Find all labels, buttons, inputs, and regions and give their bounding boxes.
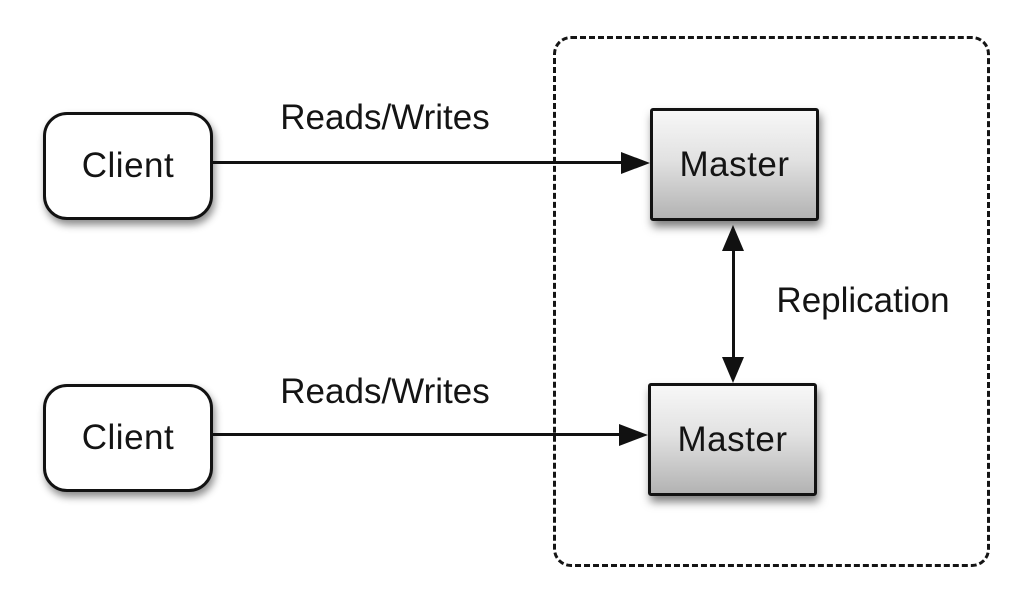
replication-cluster-boundary: [553, 36, 990, 567]
master-node-top: Master: [650, 108, 819, 221]
replication-arrowhead-up-icon: [722, 225, 744, 251]
client-node-top-label: Client: [81, 146, 175, 185]
reads-writes-bottom-label: Reads/Writes: [280, 372, 490, 411]
master-node-bottom-label: Master: [677, 419, 788, 459]
client-node-bottom: Client: [43, 384, 213, 492]
reads-writes-top-label: Reads/Writes: [280, 98, 490, 137]
master-node-bottom: Master: [648, 383, 817, 496]
reads-writes-top-arrowhead-icon: [621, 151, 650, 174]
master-node-top-label: Master: [679, 144, 790, 184]
client-node-top: Client: [43, 112, 213, 220]
reads-writes-top-arrow-shaft: [213, 161, 623, 164]
replication-arrowhead-down-icon: [722, 357, 744, 383]
client-node-bottom-label: Client: [81, 418, 175, 457]
reads-writes-bottom-arrowhead-icon: [619, 423, 648, 446]
reads-writes-bottom-arrow-shaft: [213, 433, 621, 436]
replication-label: Replication: [776, 281, 950, 320]
replication-arrow-shaft: [731, 246, 735, 362]
